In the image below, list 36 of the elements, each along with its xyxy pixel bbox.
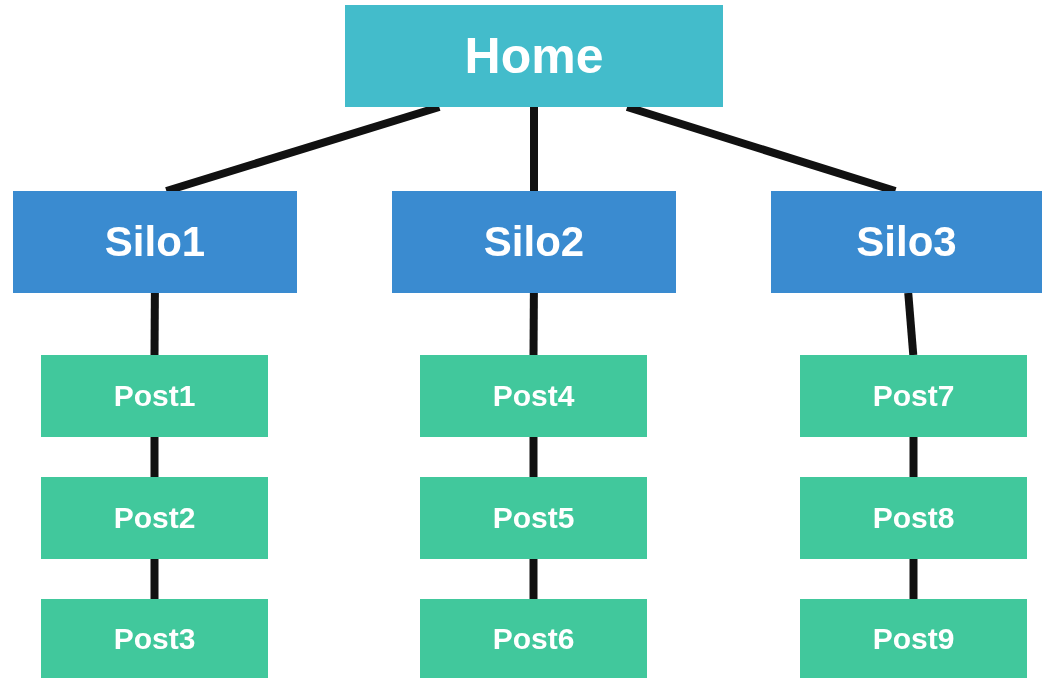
post-box xyxy=(800,477,1027,559)
node-label: Post8 xyxy=(872,501,955,535)
post-box xyxy=(420,477,647,559)
node-label: Post4 xyxy=(492,379,575,413)
node-label: Post7 xyxy=(872,379,955,413)
post-box xyxy=(420,355,647,437)
silo-box xyxy=(392,191,676,293)
connector-line xyxy=(150,559,159,599)
post-box xyxy=(41,477,268,559)
node-label: Post6 xyxy=(492,621,575,656)
connector-line xyxy=(529,437,538,477)
connector-line xyxy=(530,107,538,191)
connector-line xyxy=(150,437,159,477)
home-page-box xyxy=(345,5,723,107)
silo-box xyxy=(13,191,297,293)
post-box xyxy=(800,355,1027,437)
node-label: Post5 xyxy=(492,501,575,535)
node-label: Post9 xyxy=(872,621,955,656)
node-label: Post3 xyxy=(113,621,196,656)
node-label: Post2 xyxy=(113,501,196,535)
node-label: Silo3 xyxy=(856,218,957,266)
node-label: Silo1 xyxy=(104,218,206,266)
node-label: Silo2 xyxy=(483,218,585,266)
node-label: Home xyxy=(464,27,604,85)
connector-line xyxy=(904,292,918,356)
silo-box xyxy=(771,191,1042,293)
post-box xyxy=(41,599,268,678)
connector-line xyxy=(909,559,918,599)
connector-line xyxy=(529,559,538,599)
post-box xyxy=(41,355,268,437)
connector-line xyxy=(150,292,159,356)
connector-line xyxy=(909,437,918,477)
post-box xyxy=(420,599,647,678)
post-box xyxy=(800,599,1027,678)
connector-line xyxy=(529,292,538,355)
node-label: Post1 xyxy=(113,379,196,413)
